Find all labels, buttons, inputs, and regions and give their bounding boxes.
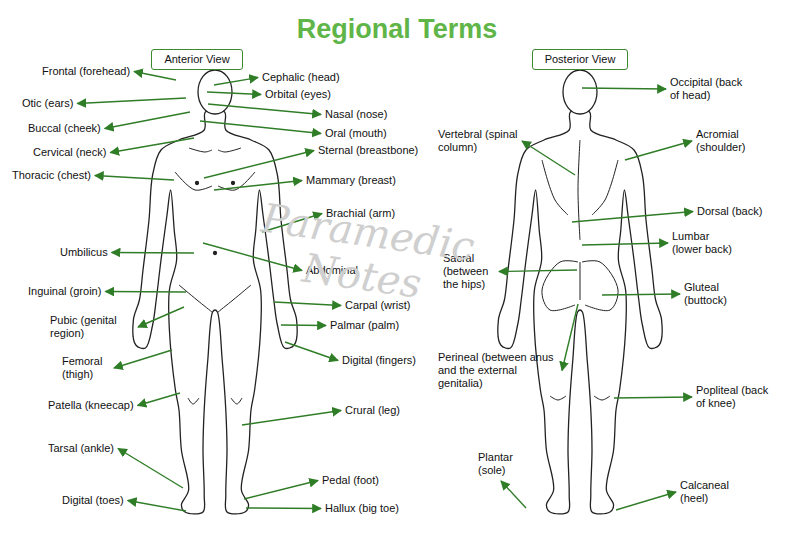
region-label: Otic (ears) <box>22 97 73 110</box>
region-label: Occipital (back of head) <box>670 76 744 102</box>
leader-arrow <box>242 411 341 426</box>
region-label: Plantar (sole) <box>478 451 524 477</box>
body-detail-line <box>218 285 251 312</box>
leader-arrow <box>118 449 183 489</box>
view-heading: Posterior View <box>545 53 616 65</box>
view-heading-box: Posterior View <box>532 49 629 70</box>
region-label: Inguinal (groin) <box>28 285 101 298</box>
body-detail-line <box>231 398 242 404</box>
leader-arrow <box>207 92 261 95</box>
region-label: Frontal (forehead) <box>42 65 130 78</box>
body-detail-line <box>550 396 566 400</box>
region-label: Cervical (neck) <box>33 146 106 159</box>
leader-arrow <box>110 138 194 153</box>
view-heading-box: Anterior View <box>151 49 242 70</box>
region-label: Crural (leg) <box>345 404 400 417</box>
region-label: Mammary (breast) <box>306 174 396 187</box>
body-detail-line <box>580 262 581 300</box>
leader-arrow <box>244 481 318 500</box>
region-label: Palmar (palm) <box>330 319 399 332</box>
body-outline <box>133 110 297 514</box>
leader-arrow <box>208 104 321 115</box>
region-label: Calcaneal (heel) <box>680 479 736 505</box>
region-label: Dorsal (back) <box>697 205 762 218</box>
leader-arrow <box>582 243 668 245</box>
body-detail-line <box>578 140 580 240</box>
body-detail-line <box>189 148 212 152</box>
leader-arrow <box>602 294 680 295</box>
leader-arrow <box>625 141 692 160</box>
region-label: Hallux (big toe) <box>325 502 399 515</box>
region-label: Lumbar (lower back) <box>672 230 738 256</box>
body-detail-line <box>542 261 578 311</box>
leader-arrow <box>572 212 693 223</box>
region-label: Pedal (foot) <box>322 474 379 487</box>
region-label: Popliteal (back of knee) <box>696 384 770 410</box>
region-label: Sternal (breastbone) <box>318 144 418 157</box>
leader-arrow <box>112 252 194 254</box>
leader-arrow <box>281 324 326 326</box>
region-label: Gluteal (buttock) <box>684 281 740 307</box>
leader-arrow <box>214 181 302 191</box>
region-label: Digital (toes) <box>62 494 124 507</box>
body-detail-line <box>175 172 212 190</box>
leader-arrow <box>522 141 575 175</box>
region-label: Buccal (cheek) <box>28 122 101 135</box>
body-detail-line <box>592 160 618 215</box>
body-detail-line <box>179 285 212 312</box>
nipple-dot <box>196 182 199 185</box>
leader-arrow <box>128 501 186 512</box>
region-label: Acromial (shoulder) <box>696 128 758 154</box>
leader-arrow <box>138 393 180 406</box>
region-label: Femoral (thigh) <box>62 355 110 381</box>
leader-arrow <box>200 121 321 134</box>
view-heading: Anterior View <box>164 53 229 65</box>
leader-arrow <box>204 151 314 179</box>
region-label: Patella (kneecap) <box>48 399 134 412</box>
leader-arrow <box>105 291 186 293</box>
leader-arrow <box>138 307 184 327</box>
region-label: Umbilicus <box>60 246 108 259</box>
body-detail-line <box>594 396 610 400</box>
region-label: Nasal (nose) <box>325 108 387 121</box>
leader-arrow <box>95 176 174 181</box>
body-detail-line <box>188 398 199 404</box>
leader-arrow <box>285 342 338 361</box>
leader-arrow <box>105 112 190 129</box>
region-label: Tarsal (ankle) <box>48 442 114 455</box>
region-label: Cephalic (head) <box>262 71 340 84</box>
posterior-figure <box>498 70 662 514</box>
region-label: Perineal (between anus and the external … <box>438 351 558 390</box>
diagram-title: Regional Terms <box>297 13 498 45</box>
leader-arrow <box>114 350 172 368</box>
leader-arrow <box>501 481 526 508</box>
region-label: Digital (fingers) <box>342 354 416 367</box>
region-label: Orbital (eyes) <box>265 88 331 101</box>
leader-arrow <box>616 492 676 510</box>
leader-arrow <box>214 78 258 86</box>
navel-dot <box>214 252 217 255</box>
leader-arrow <box>77 98 186 104</box>
region-label: Vertebral (spinal column) <box>438 128 518 154</box>
leader-arrow <box>562 304 578 371</box>
body-outline <box>498 110 662 514</box>
nipple-dot <box>232 182 235 185</box>
leader-arrow <box>499 270 577 272</box>
leader-arrow <box>134 72 176 81</box>
head-outline <box>563 70 597 114</box>
leader-arrow <box>614 397 692 398</box>
region-label: Thoracic (chest) <box>12 169 91 182</box>
region-label: Pubic (genital region) <box>50 314 134 340</box>
body-detail-line <box>582 261 618 311</box>
leader-arrow <box>246 507 321 509</box>
leader-arrow <box>274 302 341 306</box>
leader-arrow <box>582 88 666 89</box>
region-label: Oral (mouth) <box>325 127 387 140</box>
body-detail-line <box>218 148 241 152</box>
